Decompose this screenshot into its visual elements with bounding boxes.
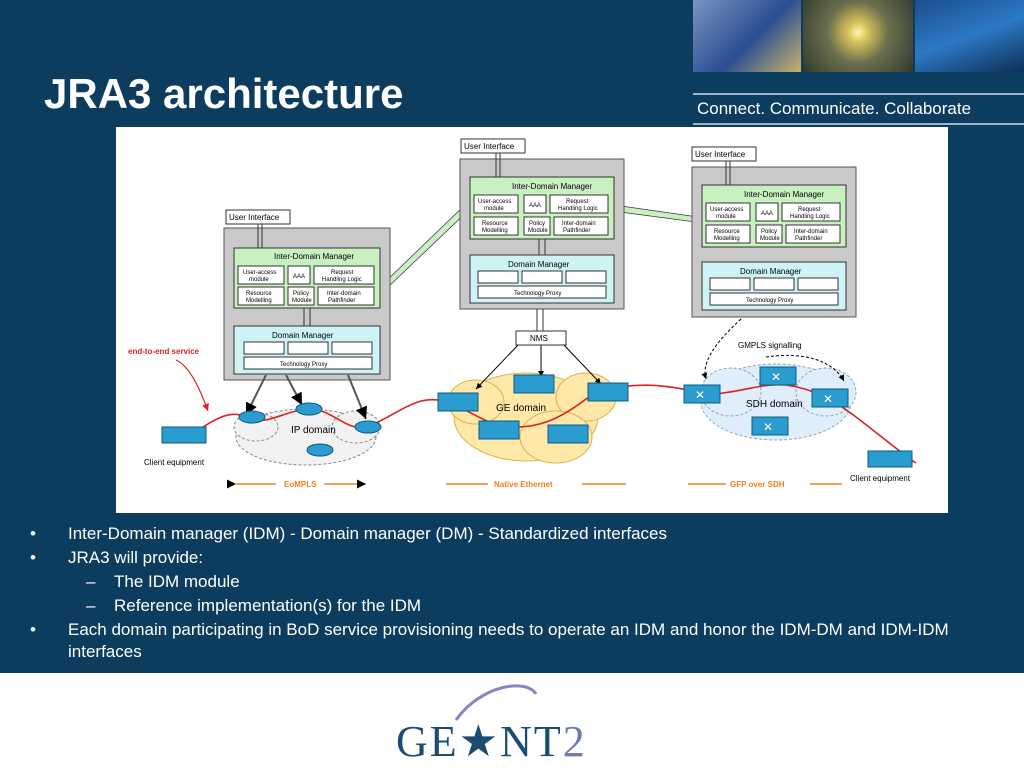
svg-text:Handling Logic: Handling Logic	[558, 206, 598, 212]
svg-text:AAA: AAA	[761, 211, 773, 217]
svg-text:Module: Module	[292, 298, 312, 304]
client-equipment-right	[867, 450, 913, 468]
bullet-item: • JRA3 will provide:	[30, 548, 204, 567]
star-icon: ★	[458, 717, 501, 766]
end-to-end-label: end-to-end service	[128, 347, 200, 356]
svg-text:module: module	[716, 214, 736, 220]
svg-text:Pathfinder: Pathfinder	[328, 298, 355, 304]
tagline-box: Connect. Communicate. Collaborate	[693, 93, 1024, 125]
bullet-item: • Each domain participating in BoD servi…	[30, 620, 949, 661]
dm-label-right: Domain Manager	[740, 267, 802, 276]
svg-text:User-access: User-access	[710, 207, 743, 213]
svg-text:Handling Logic: Handling Logic	[790, 214, 830, 220]
svg-text:Module: Module	[760, 236, 780, 242]
svg-text:Inter-domain: Inter-domain	[327, 291, 361, 297]
ge-switches	[437, 374, 629, 444]
idm-stack-middle: User Interface Inter-Domain Manager User…	[459, 138, 625, 346]
footer-bar	[0, 673, 1024, 768]
svg-text:Modelling: Modelling	[246, 298, 272, 304]
svg-text:module: module	[484, 206, 504, 212]
svg-text:Module: Module	[528, 228, 548, 234]
tech-bar-gfp-over-sdh: GFP over SDH	[730, 480, 785, 489]
svg-text:AAA: AAA	[293, 274, 305, 280]
tech-bar-native-ethernet: Native Ethernet	[494, 480, 553, 489]
client-equipment-left-label: Client equipment	[144, 458, 205, 467]
gmpls-label: GMPLS signalling	[738, 341, 802, 350]
svg-text:Policy: Policy	[529, 221, 545, 227]
bullet-item: • Inter-Domain manager (IDM) - Domain ma…	[30, 524, 667, 543]
svg-text:User-access: User-access	[243, 270, 276, 276]
ui-label-left: User Interface	[229, 213, 280, 222]
client-equipment-left	[161, 426, 207, 444]
svg-text:Modelling: Modelling	[482, 228, 508, 234]
bullet-list: • Inter-Domain manager (IDM) - Domain ma…	[28, 523, 1008, 665]
ge-domain-label: GE domain	[496, 403, 546, 414]
network-map-photo	[915, 0, 1024, 72]
tech-bar-eompls: EoMPLS	[284, 480, 317, 489]
svg-text:Technology Proxy: Technology Proxy	[280, 362, 327, 368]
ip-routers	[238, 402, 382, 457]
nms-label: NMS	[530, 334, 548, 343]
idm-label-middle: Inter-Domain Manager	[512, 182, 592, 191]
svg-text:AAA: AAA	[529, 203, 541, 209]
technology-bars: EoMPLS Native Ethernet GFP over SDH	[227, 478, 842, 490]
idm-stack-right: User Interface Inter-Domain Manager User…	[691, 146, 857, 318]
dm-label-middle: Domain Manager	[508, 260, 570, 269]
svg-text:✕: ✕	[763, 420, 773, 434]
svg-text:Pathfinder: Pathfinder	[795, 236, 822, 242]
svg-text:Request: Request	[798, 207, 821, 213]
svg-text:✕: ✕	[695, 388, 705, 402]
svg-text:Policy: Policy	[761, 229, 777, 235]
bullet-text: Inter-Domain manager (IDM) - Domain mana…	[68, 524, 667, 543]
dm-label-left: Domain Manager	[272, 331, 334, 340]
svg-text:User-access: User-access	[478, 199, 511, 205]
svg-text:Handling Logic: Handling Logic	[322, 277, 362, 283]
light-photo	[803, 0, 913, 72]
bullet-text: The IDM module	[114, 572, 240, 591]
ip-domain-label: IP domain	[291, 425, 336, 436]
svg-text:Resource: Resource	[482, 221, 508, 227]
svg-text:Pathfinder: Pathfinder	[563, 228, 590, 234]
architecture-diagram: IP domain GE domain SDH domain User Inte…	[116, 127, 948, 513]
tagline: Connect. Communicate. Collaborate	[697, 99, 972, 118]
svg-text:Inter-domain: Inter-domain	[562, 221, 596, 227]
sub-bullet-item: – The IDM module	[86, 572, 240, 591]
client-equipment-right-label: Client equipment	[850, 474, 911, 483]
idm-stack-left: User Interface Inter-Domain Manager User…	[223, 209, 391, 381]
svg-text:Technology Proxy: Technology Proxy	[746, 298, 793, 304]
svg-text:module: module	[249, 277, 269, 283]
bullet-text: Reference implementation(s) for the IDM	[114, 596, 422, 615]
header-photo-strip	[693, 0, 1024, 72]
svg-text:Resource: Resource	[246, 291, 272, 297]
svg-text:Technology Proxy: Technology Proxy	[514, 291, 561, 297]
svg-text:Request: Request	[566, 199, 589, 205]
svg-text:✕: ✕	[823, 392, 833, 406]
svg-text:Resource: Resource	[714, 229, 740, 235]
bullet-text: Each domain participating in BoD service…	[68, 620, 949, 661]
svg-text:Modelling: Modelling	[714, 236, 740, 242]
sdh-domain-label: SDH domain	[746, 399, 803, 410]
svg-text:✕: ✕	[771, 370, 781, 384]
sub-bullet-item: – Reference implementation(s) for the ID…	[86, 596, 422, 615]
sdh-crossconnects: ✕ ✕ ✕ ✕	[683, 366, 849, 436]
eu-flag-photo	[693, 0, 801, 72]
ui-label-right: User Interface	[695, 150, 746, 159]
idm-label-right: Inter-Domain Manager	[744, 190, 824, 199]
svg-text:Inter-domain: Inter-domain	[794, 229, 828, 235]
idm-label-left: Inter-Domain Manager	[274, 252, 354, 261]
geant2-logo: GE★NT2	[396, 680, 616, 766]
bullet-text: JRA3 will provide:	[68, 548, 204, 567]
svg-text:Request: Request	[331, 270, 354, 276]
slide-title: JRA3 architecture	[44, 70, 404, 117]
ui-label-middle: User Interface	[464, 142, 515, 151]
svg-text:Policy: Policy	[293, 291, 309, 297]
